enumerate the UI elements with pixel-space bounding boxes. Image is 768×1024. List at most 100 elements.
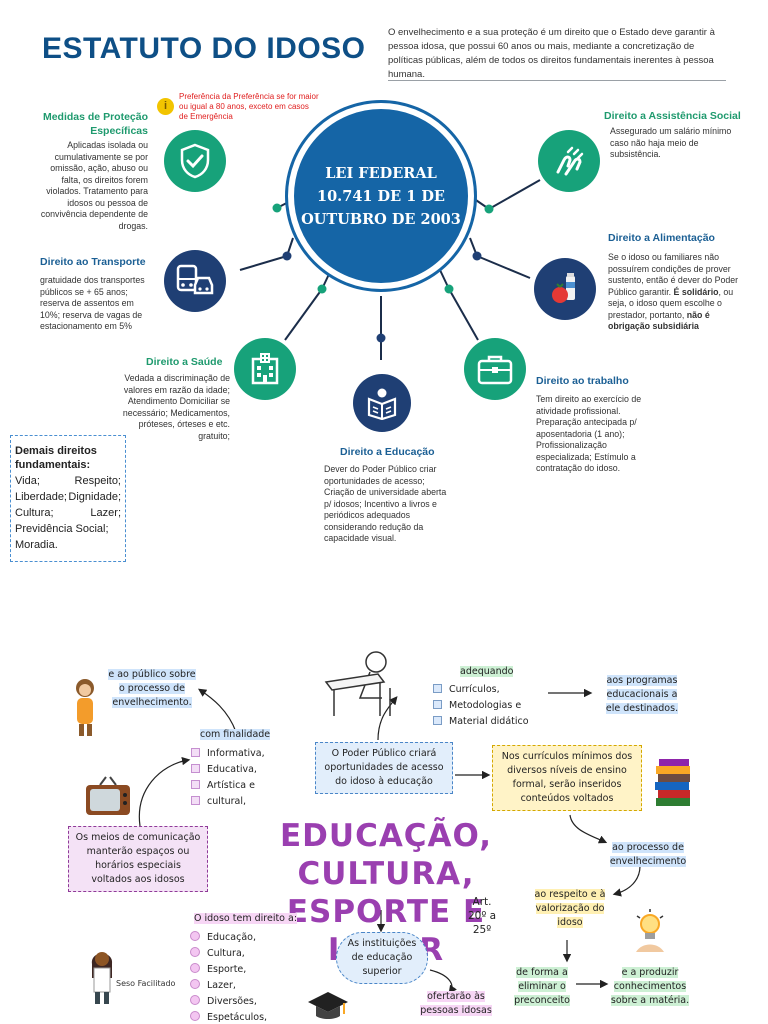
- checkbox-icon: [191, 780, 200, 789]
- produzir-text: e a produzir conhecimentos sobre a matér…: [610, 967, 690, 1006]
- node-trabalho: [444, 284, 454, 294]
- idoso-direito-item: Educação,: [190, 930, 300, 946]
- arrow-meios-finalidade: [138, 756, 191, 827]
- idoso-direito-item-label: Diversões,: [207, 996, 257, 1007]
- node-medidas: [272, 203, 282, 213]
- finalidade-list: Informativa, Educativa, Artística e cult…: [191, 746, 291, 810]
- connector-transporte-2: [239, 255, 288, 271]
- bullet-icon: [190, 947, 200, 957]
- trabalho-title: Direito ao trabalho: [536, 375, 629, 387]
- checkbox-icon: [191, 796, 200, 805]
- signature: Seso Facilitado: [116, 979, 176, 988]
- central-law-circle: LEI FEDERAL 10.741 DE 1 DE OUTUBRO DE 20…: [288, 103, 474, 289]
- article-reference: Art. 20º a 25º: [467, 896, 497, 936]
- transporte-text: gratuidade dos transportes públicos se +…: [40, 275, 145, 331]
- medidas-title: Medidas de Proteção Específicas: [42, 111, 148, 137]
- hospital-icon: [234, 338, 296, 400]
- respeito-text: ao respeito e à valorização do idoso: [534, 889, 606, 928]
- idoso-direito-item-label: Educação,: [207, 932, 256, 943]
- elderly-woman-illustration: [68, 676, 102, 738]
- demais-item: Vida;: [15, 475, 40, 487]
- alimentacao-text: Se o idoso ou familiares não possuírem c…: [608, 252, 748, 333]
- instituicoes-box: As instituições de educação superior: [336, 932, 428, 984]
- publico-note: e ao público sobre o processo de envelhe…: [104, 668, 200, 710]
- tv-icon: [84, 775, 132, 819]
- arrow-poder-adequando: [377, 696, 398, 741]
- poder-publico-box: O Poder Público criará oportunidades de …: [315, 742, 453, 794]
- idoso-direito-item: Esporte,: [190, 962, 300, 978]
- demais-direitos-box: Demais direitos fundamentais: Vida; Respe…: [10, 435, 126, 562]
- alimentacao-text-1: Se o idoso ou familiares não possuírem c…: [608, 252, 739, 297]
- node-alimentacao: [472, 251, 482, 261]
- publico-text: e ao público sobre o processo de envelhe…: [108, 669, 196, 708]
- arrow-curriculos-processo: [569, 814, 608, 844]
- assistencia-title: Direito a Assistência Social: [604, 110, 741, 122]
- demais-item: Previdência Social;: [15, 523, 109, 535]
- trabalho-text: Tem direito ao exercício de atividade pr…: [536, 394, 642, 473]
- lightbulb-icon: [632, 908, 668, 954]
- briefcase-icon: [464, 338, 526, 400]
- adequando-item-label: Metodologias e: [449, 700, 522, 711]
- info-alert-icon: i: [157, 98, 174, 115]
- adequando-title: adequando: [460, 665, 530, 679]
- node-educacao: [376, 333, 386, 343]
- demais-item: Dignidade;: [68, 491, 121, 503]
- meios-comunicacao-box: Os meios de comunicação manterão espaços…: [68, 826, 208, 892]
- idoso-direito-item: Diversões,: [190, 994, 300, 1010]
- mindmap-arrows: [138, 688, 641, 994]
- hub-connectors: [239, 179, 541, 360]
- finalidade-item-label: Artística e: [207, 780, 255, 791]
- finalidade-item-label: Educativa,: [207, 764, 257, 775]
- idoso-direito-item: Espetáculos,: [190, 1010, 300, 1024]
- demais-row: Previdência Social;: [15, 521, 121, 537]
- finalidade-item-label: Informativa,: [207, 748, 265, 759]
- finalidade-title-text: com finalidade: [200, 729, 271, 740]
- programas-note: aos programas educacionais a ele destina…: [600, 674, 684, 716]
- finalidade-item-label: cultural,: [207, 796, 247, 807]
- educacao-text: Dever do Poder Público criar oportunidad…: [324, 464, 447, 543]
- student-desk-illustration: [320, 648, 404, 720]
- demais-title: Demais direitos fundamentais:: [15, 445, 97, 471]
- idoso-direito-item: Lazer,: [190, 978, 300, 994]
- connector-trabalho-2: [448, 288, 479, 341]
- demais-item: Moradia.: [15, 539, 58, 551]
- processo-note: ao processo de envelhecimento: [606, 841, 690, 869]
- respeito-note: ao respeito e à valorização do idoso: [530, 888, 610, 930]
- demais-item: Respeito;: [74, 475, 121, 487]
- checkbox-icon: [191, 764, 200, 773]
- finalidade-item: Artística e: [191, 778, 291, 794]
- assistencia-text: Assegurado um salário mínimo caso não ha…: [610, 126, 732, 159]
- bus-car-icon: [164, 250, 226, 312]
- connector-saude-2: [284, 288, 323, 341]
- curriculos-box: Nos currículos mínimos dos diversos níve…: [492, 745, 642, 811]
- graduation-cap-icon: [306, 990, 350, 1020]
- saude-text: Vedada a discriminação de valores em raz…: [122, 373, 230, 441]
- adequando-item-label: Currículos,: [449, 684, 500, 695]
- page-title: ESTATUTO DO IDOSO: [42, 32, 366, 65]
- alimentacao-bold-2: não é obrigação subsidiária: [608, 309, 710, 332]
- adequando-item: Metodologias e: [433, 698, 553, 714]
- adequando-list: Currículos, Metodologias e Material didá…: [433, 682, 553, 730]
- demais-item: Lazer;: [90, 507, 121, 519]
- idoso-direito-item-label: Lazer,: [207, 980, 236, 991]
- checkbox-icon: [191, 748, 200, 757]
- arrow-instituicoes-ofertarao: [429, 969, 457, 994]
- bullet-icon: [190, 979, 200, 989]
- alimentacao-title: Direito a Alimentação: [608, 232, 715, 244]
- demais-row: Moradia.: [15, 537, 121, 553]
- ofertarao-text: ofertarão às pessoas idosas: [420, 991, 492, 1016]
- demais-row: Liberdade;Dignidade;: [15, 489, 121, 505]
- node-transporte: [282, 251, 292, 261]
- processo-text: ao processo de envelhecimento: [609, 842, 687, 867]
- connector-alimentacao-2: [476, 255, 531, 279]
- connector-assistencia-2: [488, 179, 541, 210]
- idoso-direito-title: O idoso tem direito a:: [194, 912, 314, 926]
- title-divider: [388, 80, 726, 81]
- produzir-note: e a produzir conhecimentos sobre a matér…: [604, 966, 696, 1008]
- intro-paragraph: O envelhecimento e a sua proteção é um d…: [388, 27, 715, 80]
- demais-item: Liberdade;: [15, 491, 67, 503]
- node-saude: [317, 284, 327, 294]
- medidas-text: Aplicadas isolada ou cumulativamente se …: [40, 140, 148, 231]
- alert-note: Preferência da Preferência se for maior …: [179, 92, 319, 121]
- eliminar-note: de forma a eliminar o preconceito: [510, 966, 574, 1008]
